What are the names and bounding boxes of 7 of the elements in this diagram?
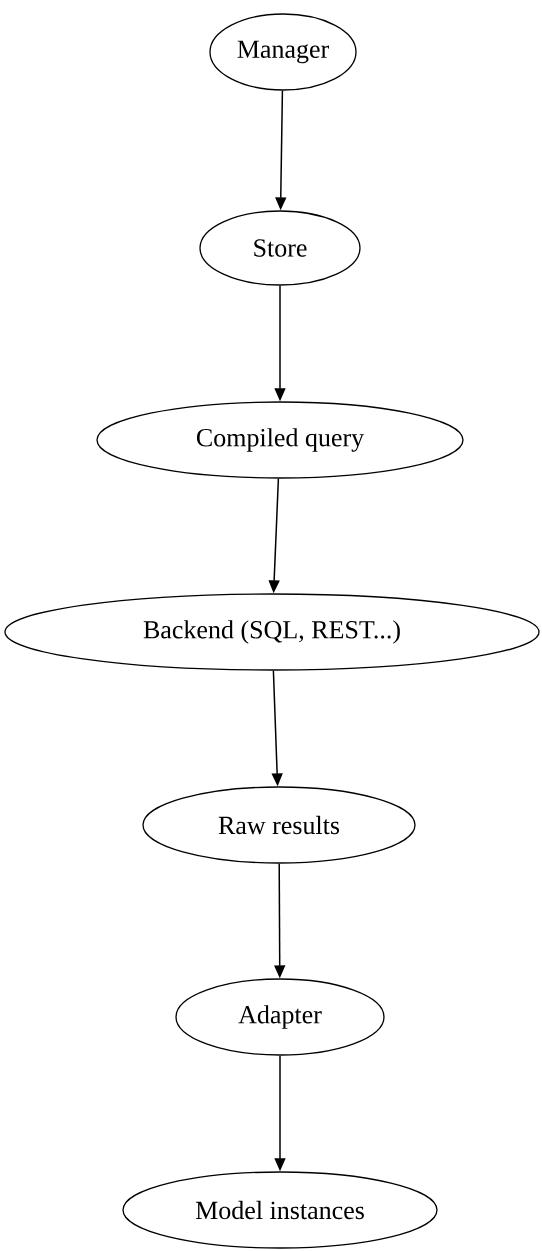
ellipse-node: Adapter	[175, 978, 385, 1056]
ellipse-node: Raw results	[142, 786, 416, 864]
ellipse-node: Manager	[209, 13, 357, 91]
ellipse-node: Compiled query	[96, 401, 464, 479]
ellipse-node: Model instances	[122, 1171, 438, 1249]
ellipse-node: Store	[199, 210, 361, 286]
ellipse-node: Backend (SQL, REST...)	[4, 593, 540, 671]
